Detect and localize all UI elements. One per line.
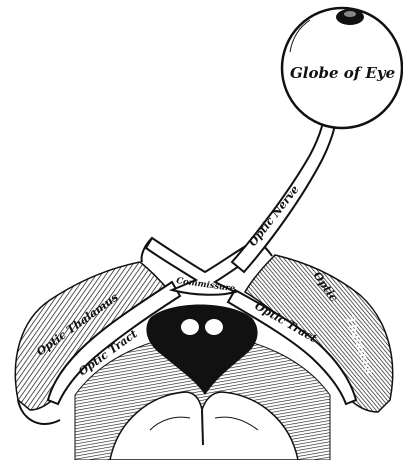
mammillary-body-right — [205, 319, 223, 335]
label-globe-of-eye: Globe of Eye — [290, 64, 395, 82]
label-optic-nerve: Optic Nerve — [246, 183, 301, 249]
mammillary-body-left — [181, 319, 199, 335]
